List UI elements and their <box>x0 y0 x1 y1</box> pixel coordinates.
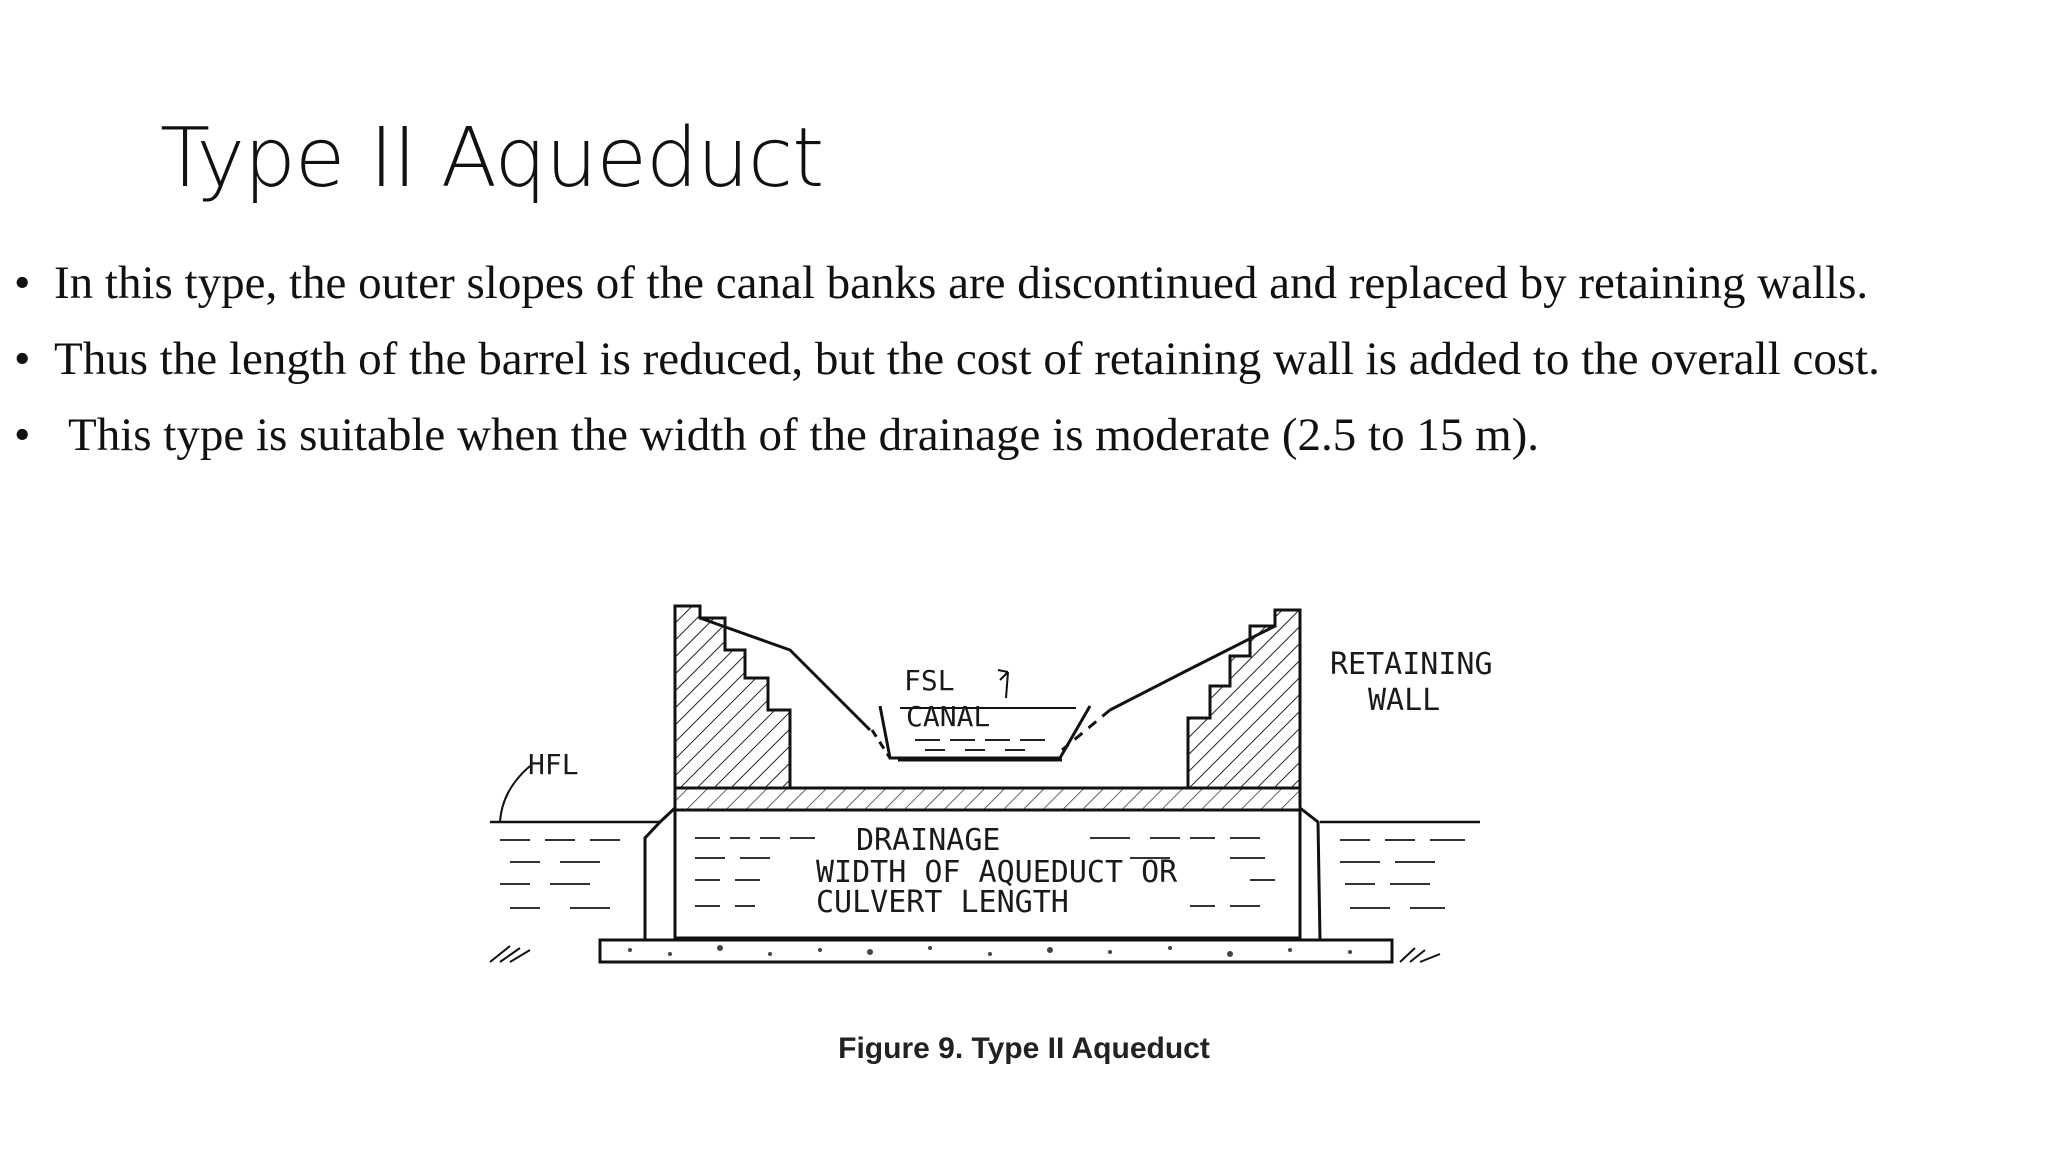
canal-trough <box>878 705 1092 760</box>
ground-tuft-right <box>1399 947 1441 963</box>
bullet-item: • This type is suitable when the width o… <box>14 407 2044 463</box>
right-water-dashes <box>1340 839 1465 909</box>
right-bank-slope <box>1109 624 1276 712</box>
retaining-wall-label-1: RETAINING <box>1330 647 1493 682</box>
ground-tuft-left <box>489 945 531 963</box>
bullet-item: • In this type, the outer slopes of the … <box>14 255 2044 311</box>
left-water-dashes <box>500 839 620 909</box>
left-retaining-wall <box>673 604 792 790</box>
bullet-text: In this type, the outer slopes of the ca… <box>54 257 1869 309</box>
retaining-wall-label-2: WALL <box>1368 683 1440 718</box>
fsl-label: FSL <box>904 664 955 697</box>
figure-caption: Figure 9. Type II Aqueduct <box>838 1032 1210 1065</box>
bullet-item: • Thus the length of the barrel is reduc… <box>14 331 2044 387</box>
bullet-text: This type is suitable when the width of … <box>68 409 1540 461</box>
foundation-aggregate <box>628 945 1352 957</box>
canal-water-dashes <box>915 739 1045 751</box>
drainage-label: DRAINAGE <box>856 823 1001 858</box>
deck-slab <box>673 786 1302 812</box>
bullet-list: • In this type, the outer slopes of the … <box>14 255 2044 483</box>
canal-label: CANAL <box>906 700 990 733</box>
width-label: WIDTH OF AQUEDUCT OR <box>816 855 1178 890</box>
foundation-raft <box>598 938 1394 964</box>
bullet-dot: • <box>14 409 31 461</box>
slide-title: Type II Aqueduct <box>160 111 824 206</box>
aqueduct-diagram: FSL CANAL HFL RETAINING WALL DRAINAGE WI… <box>470 590 1540 1010</box>
hfl-leader <box>499 765 531 823</box>
left-bank-dashed <box>870 729 892 759</box>
right-retaining-wall <box>1186 608 1302 790</box>
left-bank-slope <box>699 616 872 732</box>
culvert-length-label: CULVERT LENGTH <box>816 885 1069 920</box>
right-pier <box>1298 804 1322 942</box>
fsl-arrow <box>997 669 1009 699</box>
bullet-dot: • <box>14 257 31 309</box>
aqueduct-drawing: FSL CANAL HFL RETAINING WALL DRAINAGE WI… <box>489 604 1493 964</box>
barrel <box>673 808 1302 940</box>
drainage-water-dashes <box>695 837 1275 907</box>
left-pier <box>643 804 677 942</box>
bullet-text: Thus the length of the barrel is reduced… <box>54 333 1880 385</box>
bullet-dot: • <box>14 333 31 385</box>
hfl-label: HFL <box>528 748 579 781</box>
